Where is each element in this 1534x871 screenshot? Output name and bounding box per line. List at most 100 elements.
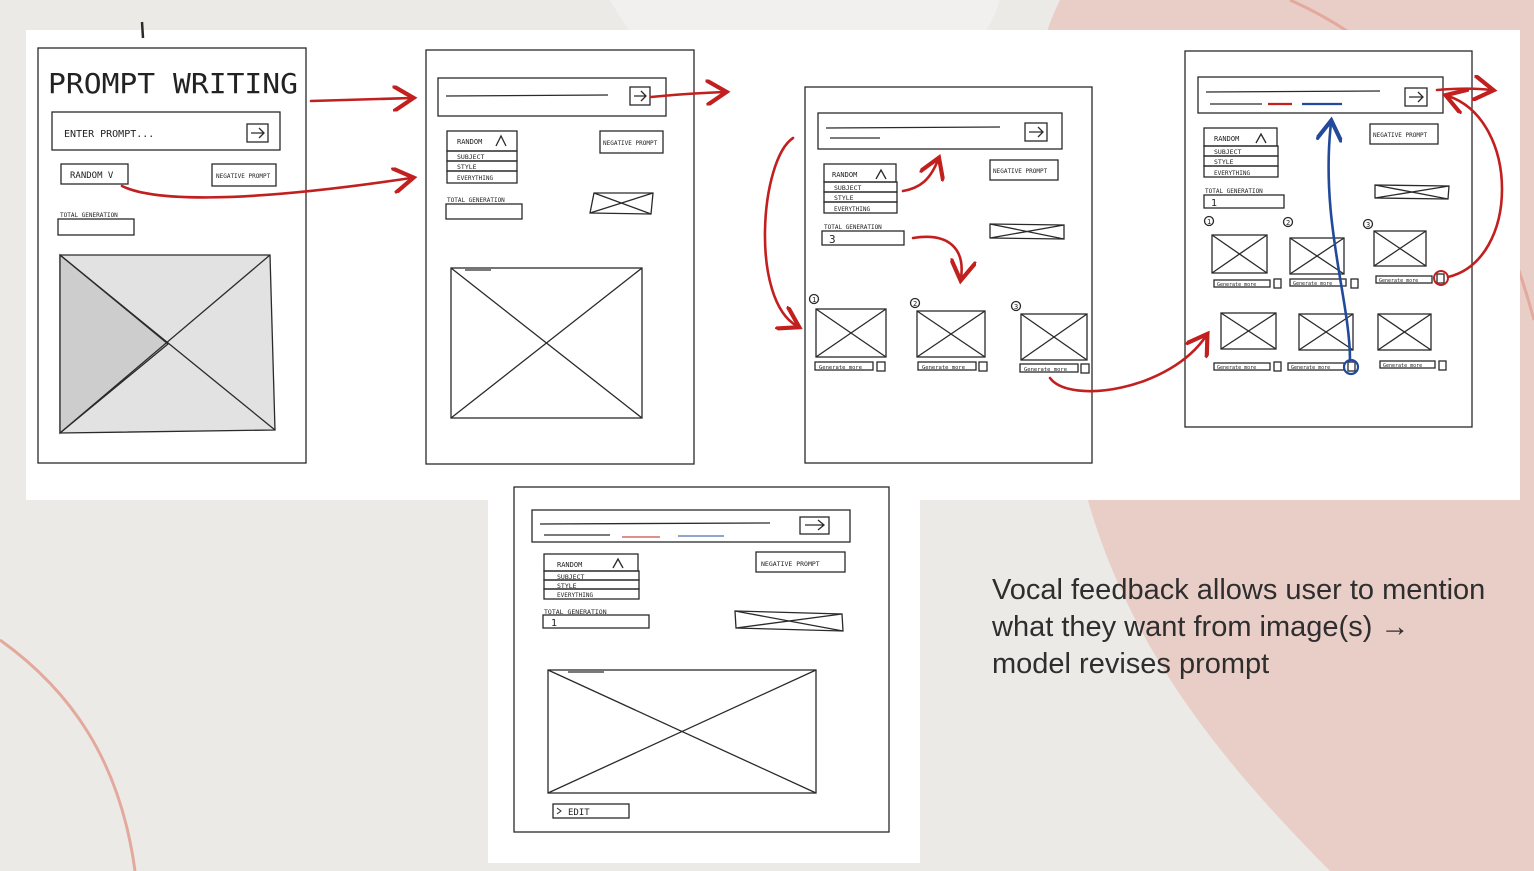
wireframe-screen-5: RANDOM SUBJECT STYLE EVERYTHING NEGATIVE… bbox=[513, 486, 890, 833]
random-dropdown-label: RANDOM V bbox=[70, 171, 114, 181]
total-generation-value: 1 bbox=[1211, 198, 1217, 209]
edit-button bbox=[552, 803, 630, 819]
total-generation-input bbox=[57, 218, 135, 236]
option-style: STYLE bbox=[457, 163, 477, 171]
caption-text: Vocal feedback allows user to mention wh… bbox=[992, 574, 1486, 680]
option-subject: SUBJECT bbox=[557, 573, 584, 581]
feedback-arrow bbox=[1329, 123, 1352, 362]
prompt-input bbox=[51, 111, 281, 151]
prompt-input bbox=[531, 509, 851, 543]
negative-image-placeholder bbox=[734, 610, 844, 632]
option-style: STYLE bbox=[1214, 158, 1234, 166]
generate-more-label: Generate more bbox=[819, 365, 862, 371]
total-generation-input bbox=[542, 614, 650, 629]
total-generation-label: TOTAL GENERATION bbox=[60, 212, 118, 219]
image-number: 2 bbox=[913, 300, 917, 308]
wireframe-screen-1: PROMPT WRITING ENTER PROMPT... RANDOM V … bbox=[37, 21, 307, 464]
image-number: 2 bbox=[1286, 219, 1290, 227]
option-subject: SUBJECT bbox=[834, 184, 861, 192]
negative-image-placeholder bbox=[1374, 184, 1450, 200]
random-label: RANDOM bbox=[457, 138, 482, 146]
submit-arrow-icon bbox=[799, 516, 830, 535]
option-everything: EVERYTHING bbox=[834, 206, 871, 213]
prompt-input bbox=[817, 112, 1063, 150]
total-generation-value: 1 bbox=[551, 618, 557, 629]
image-placeholder bbox=[547, 669, 817, 794]
flow-arrow bbox=[763, 136, 797, 326]
generate-more-label: Generate more bbox=[1379, 278, 1418, 284]
flow-arrow bbox=[309, 98, 411, 101]
image-number: 3 bbox=[1366, 221, 1370, 229]
random-dropdown bbox=[60, 163, 129, 185]
flow-arrow bbox=[1448, 96, 1504, 279]
negative-prompt-box bbox=[211, 163, 277, 187]
generate-more-label: Generate more bbox=[1383, 363, 1422, 369]
generate-more-label: Generate more bbox=[1217, 282, 1256, 288]
option-subject: SUBJECT bbox=[457, 153, 484, 161]
negative-prompt-box bbox=[1369, 123, 1439, 145]
negative-prompt-label: NEGATIVE PROMPT bbox=[603, 140, 658, 147]
submit-arrow-icon bbox=[246, 123, 269, 143]
generated-image-2: 2 Generate more bbox=[909, 297, 988, 372]
option-everything: EVERYTHING bbox=[1214, 170, 1251, 177]
wireframe-screen-2: RANDOM SUBJECT STYLE EVERYTHING NEGATIVE… bbox=[425, 49, 695, 465]
image-number: 3 bbox=[1014, 303, 1018, 311]
prompt-input bbox=[437, 77, 667, 117]
generate-more-label: Generate more bbox=[922, 365, 965, 371]
negative-prompt-box bbox=[755, 551, 846, 573]
flow-arrow bbox=[1435, 89, 1491, 91]
option-subject: SUBJECT bbox=[1214, 148, 1241, 156]
negative-prompt-label: NEGATIVE PROMPT bbox=[761, 560, 820, 568]
submit-arrow-icon bbox=[1024, 122, 1048, 142]
random-label: RANDOM bbox=[557, 561, 582, 569]
random-label: RANDOM bbox=[832, 171, 857, 179]
background-curve bbox=[0, 638, 137, 871]
total-generation-label: TOTAL GENERATION bbox=[1205, 188, 1263, 195]
generate-more-label: Generate more bbox=[1291, 365, 1330, 371]
total-generation-input bbox=[821, 230, 905, 246]
negative-image-placeholder bbox=[989, 223, 1065, 240]
image-placeholder bbox=[59, 253, 276, 435]
generated-image-2: 2 Generate more bbox=[1282, 216, 1359, 289]
image-placeholder bbox=[450, 267, 643, 419]
random-label: RANDOM bbox=[1214, 135, 1239, 143]
submit-arrow-icon bbox=[1404, 87, 1428, 107]
generated-image-3: 3 Generate more bbox=[1362, 218, 1445, 284]
negative-prompt-label: NEGATIVE PROMPT bbox=[216, 173, 271, 180]
negative-prompt-label: NEGATIVE PROMPT bbox=[993, 168, 1048, 175]
submit-arrow-icon bbox=[629, 86, 651, 106]
flow-arrow bbox=[901, 160, 938, 193]
wireframe-screen-3: RANDOM SUBJECT STYLE EVERYTHING NEGATIVE… bbox=[804, 86, 1093, 464]
option-everything: EVERYTHING bbox=[457, 175, 494, 182]
edit-button-label: EDIT bbox=[568, 808, 590, 818]
negative-prompt-box bbox=[989, 159, 1059, 181]
wireframe-screen-4: RANDOM SUBJECT STYLE EVERYTHING NEGATIVE… bbox=[1184, 50, 1473, 428]
option-style: STYLE bbox=[834, 194, 854, 202]
image-number: 1 bbox=[812, 296, 816, 304]
generated-image-1: 1 Generate more bbox=[1203, 215, 1282, 289]
option-style: STYLE bbox=[557, 582, 577, 590]
flow-arrow bbox=[1048, 336, 1206, 393]
prompt-input bbox=[1197, 76, 1444, 114]
total-generation-value: 3 bbox=[829, 233, 836, 246]
flow-arrow bbox=[649, 92, 724, 97]
generate-more-label: Generate more bbox=[1217, 365, 1256, 371]
generated-image-6: Generate more bbox=[1377, 313, 1447, 371]
generated-image-1: 1 Generate more bbox=[808, 293, 887, 372]
generated-image-4: Generate more bbox=[1213, 312, 1282, 372]
generated-image-3: 3 Generate more bbox=[1010, 300, 1090, 374]
flow-arrow bbox=[911, 235, 962, 278]
total-generation-label: TOTAL GENERATION bbox=[544, 608, 607, 616]
screen-title: PROMPT WRITING bbox=[48, 67, 298, 100]
total-generation-label: TOTAL GENERATION bbox=[447, 197, 505, 204]
total-generation-label: TOTAL GENERATION bbox=[824, 224, 882, 231]
negative-image-placeholder bbox=[589, 192, 654, 215]
image-number: 1 bbox=[1207, 218, 1211, 226]
option-everything: EVERYTHING bbox=[557, 592, 594, 599]
flow-arrow bbox=[120, 178, 411, 199]
prompt-placeholder: ENTER PROMPT... bbox=[64, 129, 154, 140]
total-generation-input bbox=[445, 203, 523, 220]
negative-prompt-label: NEGATIVE PROMPT bbox=[1373, 132, 1428, 139]
generate-more-label: Generate more bbox=[1024, 367, 1067, 373]
